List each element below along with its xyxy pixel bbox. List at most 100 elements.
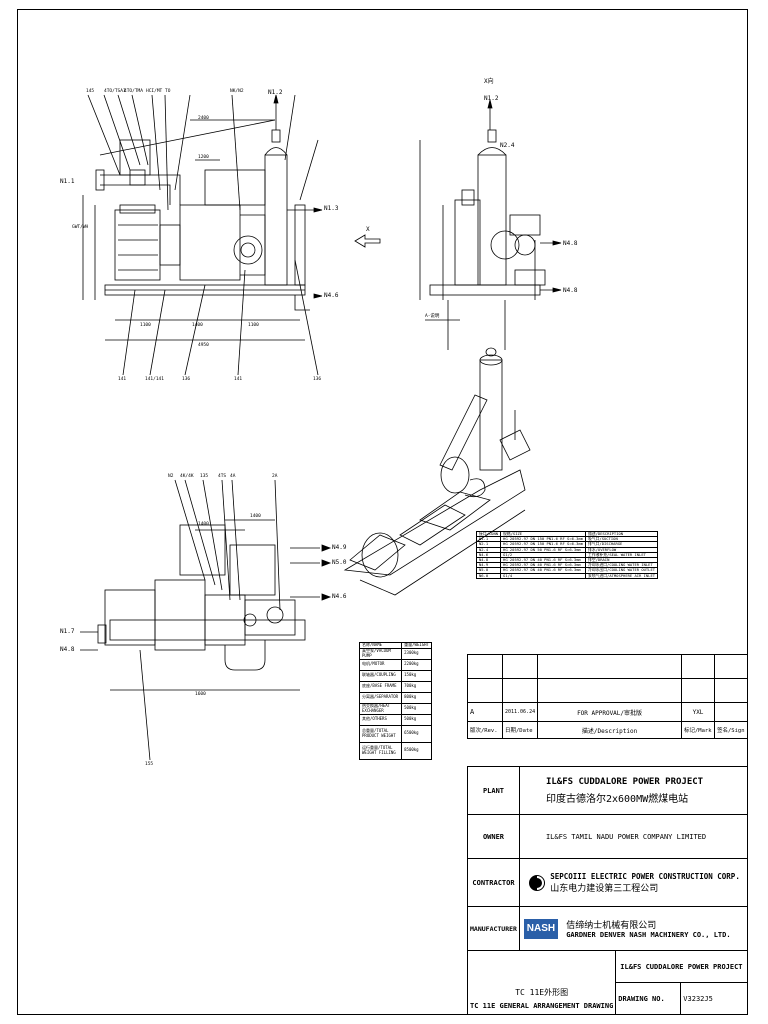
nozzle-size: HG 20592-97 DN 40 PN1.6 RF S=6.3mm <box>500 567 587 574</box>
plan-label-3: 135 <box>200 474 209 479</box>
plan-label-6: 2A <box>272 474 278 479</box>
weight-name: 真空泵/VACUUM PUMP <box>358 647 403 660</box>
front-bottom-5: 136 <box>313 377 322 382</box>
front-label-2: 4TO/TSAI <box>104 89 126 94</box>
weight-name: 底座/BASE FRAME <box>358 680 403 693</box>
side-nozzle-n4-8b: N4.8 <box>563 287 578 294</box>
nozzle-n4-6: N4.6 <box>324 292 339 299</box>
weight-name: 分离器/SEPARATOR <box>358 691 403 704</box>
front-bottom-2: 141/141 <box>145 377 164 382</box>
weight-name: 总重量/TOTAL PRODUCT WEIGHT <box>358 724 403 743</box>
nozzle-desc: 冷却水出口/COOLING WATER OUTLET <box>585 567 659 574</box>
view-x-label: X <box>366 226 370 233</box>
plan-nozzle-n4-8: N4.8 <box>60 646 75 653</box>
nozzle-desc: 泵喷气进口/ATMOSPHERE AIR INLET <box>585 572 659 579</box>
owner-row: OWNER IL&FS TAMIL NADU POWER COMPANY LIM… <box>467 814 749 859</box>
plant-label: PLANT <box>467 766 520 815</box>
rev-header-date: 日期/Date <box>501 721 539 739</box>
plan-label-2: 4K/4K <box>180 474 194 479</box>
rev-mark: YXL <box>681 702 715 722</box>
weight-name: 热交换器/HEAT EXCHANGER <box>358 702 403 715</box>
nozzle-desc: 工作液补充/SEAL WATER INLET <box>585 551 659 559</box>
front-view <box>82 94 323 376</box>
nozzle-conn: N6.0 <box>475 572 502 579</box>
rev-header-rev: 版次/Rev. <box>467 721 503 739</box>
nozzle-size: HG 20592-97 DN 40 PN1.6 RF S=6.3mm <box>500 562 587 569</box>
weight-value: 2200kg <box>401 658 432 671</box>
nozzle-desc: 排气口/DISCHARGE <box>585 541 659 548</box>
nozzle-size: HG 20592-97 DN 150 PN1.6 RF S=6.3mm <box>500 536 587 543</box>
title-block: A 2011.06.24 FOR APPROVAL/审批版 YXL 版次/Rev… <box>467 654 748 739</box>
nash-logo: NASH <box>523 918 558 939</box>
weight-value: 6500kg <box>401 724 432 743</box>
nozzle-size: HG 20592-97 DN 150 PN1.6 RF S=6.3mm <box>500 541 587 548</box>
front-label-6: NK/N2 <box>230 89 244 94</box>
side-note: A-说明 <box>425 314 440 319</box>
manufacturer-name-en: GARDNER DENVER NASH MACHINERY CO., LTD. <box>566 931 731 939</box>
contractor-name-cn: 山东电力建设第三工程公司 <box>550 883 659 894</box>
dim-1100b: 1100 <box>248 323 259 328</box>
plan-nozzle-n5-0: N5.0 <box>332 559 347 566</box>
contractor-label: CONTRACTOR <box>467 858 520 907</box>
side-nozzle-n4-8a: N4.8 <box>563 240 578 247</box>
rev-header-desc: 描述/Description <box>537 721 682 739</box>
drawing-no-value: V3232J5 <box>680 982 748 1015</box>
nozzle-n1-3: N1.3 <box>324 205 339 212</box>
side-view <box>419 99 562 350</box>
revision-row: A 2011.06.24 FOR APPROVAL/审批版 YXL <box>467 702 748 722</box>
weight-value: 500kg <box>401 702 432 715</box>
plan-nozzle-n4-6: N4.6 <box>332 593 347 600</box>
dim-1400: 1400 <box>192 323 203 328</box>
plan-label-1: N2 <box>168 474 174 479</box>
nozzle-size: HG 20592-97 DN 50 PN1.6 RF S=6.3mm <box>500 546 587 553</box>
weight-value: 700kg <box>401 680 432 693</box>
manufacturer-name-cn: 佶缔纳士机械有限公司 <box>566 921 657 931</box>
dim-height: GWT/WH <box>72 225 89 230</box>
weight-header-weight: 重量/WEIGHT <box>401 642 432 649</box>
rev-description: FOR APPROVAL/审批版 <box>537 702 682 722</box>
plant-name-en: IL&FS CUDDALORE POWER PROJECT <box>545 776 704 787</box>
weight-value: 500kg <box>401 713 432 726</box>
weight-value: 150kg <box>401 669 432 682</box>
rev-value: A <box>467 702 503 722</box>
contractor-row: CONTRACTOR SEPCOIII ELECTRIC POWER CONST… <box>467 858 749 907</box>
nozzle-header-desc: 描述/DESCRIPTION <box>585 530 659 538</box>
front-bottom-3: 136 <box>182 377 191 382</box>
rev-header-sign: 签名/Sign <box>714 721 748 739</box>
dim-4950: 4950 <box>198 343 209 348</box>
drawing-title-cn: TC 11E外形图 <box>515 988 569 997</box>
weight-name: 其他/OTHERS <box>358 713 403 726</box>
plan-label-5: 4A <box>230 474 236 479</box>
front-bottom-4: 141 <box>234 377 243 382</box>
project-name: IL&FS CUDDALORE POWER PROJECT <box>615 950 748 983</box>
plan-label-4: 4TS <box>218 474 227 479</box>
nozzle-n1-2: N1.2 <box>268 89 283 96</box>
front-label-5: TO <box>165 89 171 94</box>
dim-1100a: 1100 <box>140 323 151 328</box>
side-x-direction: X向 <box>484 78 494 85</box>
nozzle-desc: 冷却水进口/COOLING WATER INLET <box>585 562 659 569</box>
plant-row: PLANT IL&FS CUDDALORE POWER PROJECT 印度古德… <box>467 766 749 815</box>
drawing-title-en: TC 11E GENERAL ARRANGEMENT DRAWING <box>470 1002 614 1010</box>
plan-bottom: 155 <box>145 762 154 767</box>
owner-label: OWNER <box>467 814 520 859</box>
nozzle-size: HG 20592-97 DN 40 PN1.6 RF S=6.3mm <box>500 556 587 564</box>
contractor-logo-icon <box>528 874 545 891</box>
nozzle-header-conn: 接口/CONN <box>475 530 502 538</box>
front-label-4: HCI/MT <box>146 89 163 94</box>
plan-nozzle-n1-7: N1.7 <box>60 628 75 635</box>
weight-value: 2300kg <box>401 647 432 660</box>
dim-1200: 1200 <box>198 155 209 160</box>
